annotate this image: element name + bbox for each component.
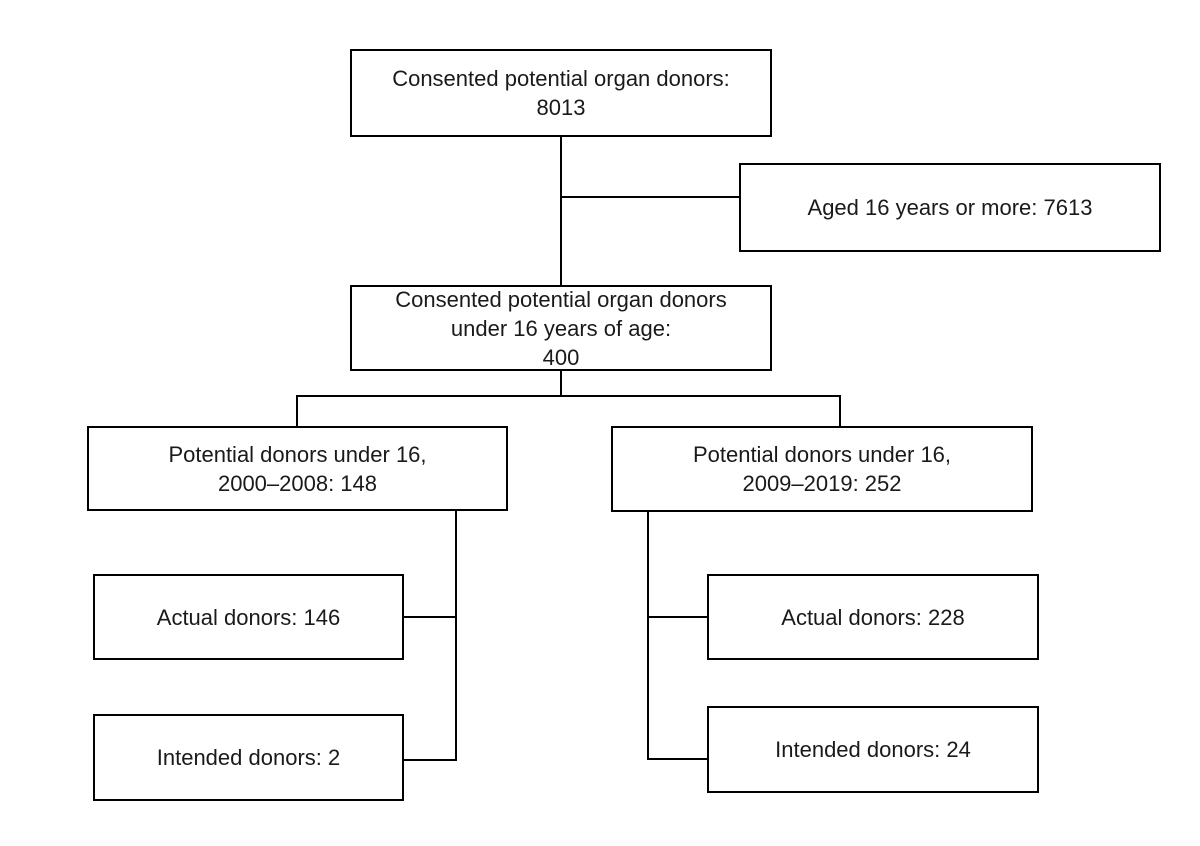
connector-top-to-under16 — [560, 137, 562, 286]
connector-left-actual-stub — [403, 616, 456, 618]
node-period-2000-2008-label-line2: 2000–2008: 148 — [217, 470, 378, 496]
node-consented-total: Consented potential organ donors: 8013 — [350, 49, 772, 137]
node-period-2009-2019: Potential donors under 16, 2009–2019: 25… — [611, 426, 1033, 512]
connector-right-spine — [647, 511, 649, 760]
node-under-16: Consented potential organ donors under 1… — [350, 285, 772, 371]
connector-branch-left-drop — [296, 395, 298, 426]
node-actual-donors-2000-2008-label: Actual donors: 146 — [156, 604, 341, 630]
node-period-2009-2019-label-line2: 2009–2019: 252 — [742, 471, 902, 496]
node-actual-donors-2009-2019: Actual donors: 228 — [707, 574, 1039, 660]
connector-left-intended-stub — [403, 759, 456, 761]
connector-to-aged16 — [561, 196, 740, 198]
connector-branch-right-drop — [839, 395, 841, 426]
node-period-2000-2008: Potential donors under 16, 2000–2008: 14… — [87, 426, 508, 511]
connector-branch-horizontal — [296, 395, 841, 397]
node-intended-donors-2000-2008: Intended donors: 2 — [93, 714, 404, 801]
connector-right-intended-stub — [648, 758, 708, 760]
node-under-16-value: 400 — [542, 344, 580, 370]
node-intended-donors-2000-2008-label: Intended donors: 2 — [156, 745, 341, 770]
node-consented-total-label: Consented potential organ donors: — [392, 66, 730, 91]
node-intended-donors-2009-2019-label: Intended donors: 24 — [775, 737, 971, 762]
node-actual-donors-2000-2008: Actual donors: 146 — [93, 574, 404, 660]
node-under-16-label-line1: Consented potential organ donors — [395, 286, 727, 312]
node-aged-16-or-more-label: Aged 16 years or more: 7613 — [807, 195, 1093, 220]
node-period-2000-2008-label-line1: Potential donors under 16, — [168, 441, 427, 467]
node-period-2009-2019-label-line1: Potential donors under 16, — [692, 442, 952, 467]
connector-under16-stem — [560, 371, 562, 397]
node-actual-donors-2009-2019-label: Actual donors: 228 — [781, 604, 965, 630]
node-intended-donors-2009-2019: Intended donors: 24 — [707, 706, 1039, 793]
node-under-16-label-line2: under 16 years of age: — [450, 315, 672, 341]
connector-right-actual-stub — [648, 616, 708, 618]
connector-left-spine — [455, 510, 457, 761]
node-aged-16-or-more: Aged 16 years or more: 7613 — [739, 163, 1161, 252]
node-consented-total-value: 8013 — [536, 95, 586, 120]
